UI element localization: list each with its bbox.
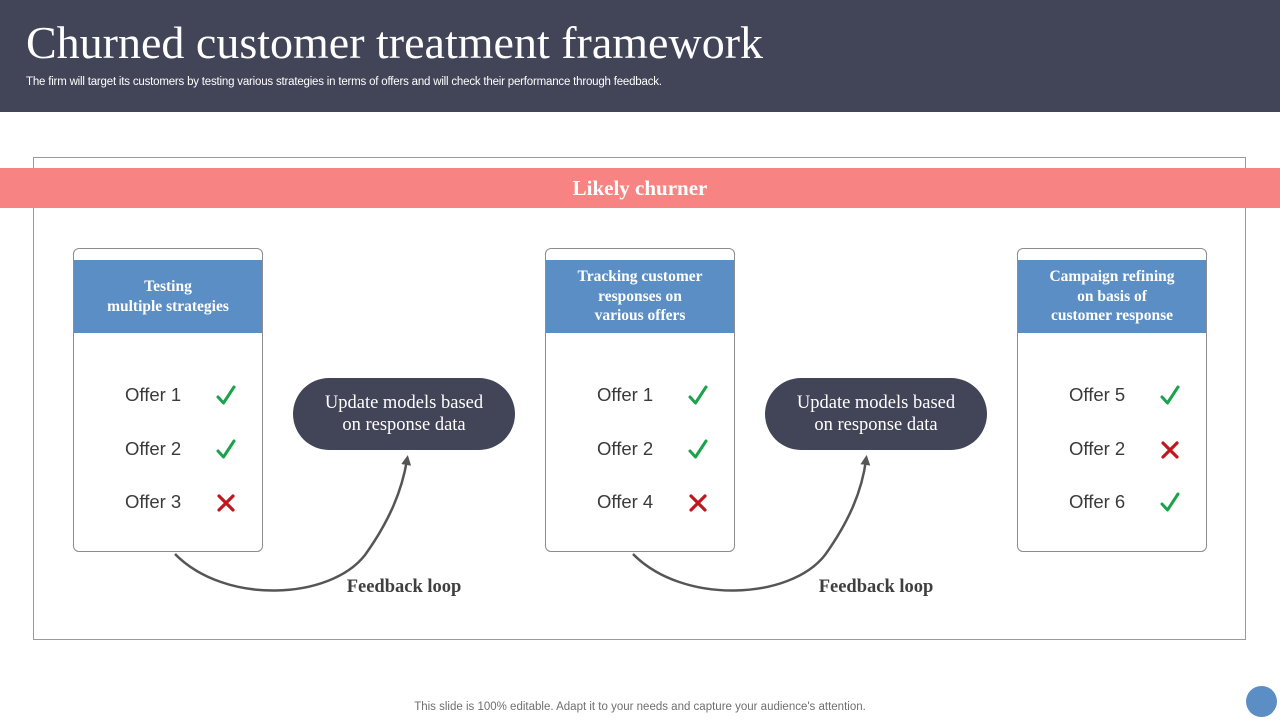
check-icon bbox=[216, 439, 236, 459]
offer-row: Offer 4 bbox=[546, 487, 734, 517]
offer-row: Offer 3 bbox=[74, 487, 262, 517]
likely-churner-banner: Likely churner bbox=[0, 168, 1280, 208]
offer-label: Offer 6 bbox=[1069, 491, 1126, 512]
check-icon bbox=[688, 439, 708, 459]
card-title: Testing multiple strategies bbox=[74, 260, 262, 333]
diagram-frame bbox=[33, 157, 1246, 640]
cross-icon bbox=[217, 494, 235, 512]
offer-label: Offer 5 bbox=[1069, 384, 1126, 405]
card-testing-strategies: Testing multiple strategies Offer 1 Offe… bbox=[73, 248, 263, 552]
update-models-pill: Update models based on response data bbox=[293, 378, 515, 450]
offer-label: Offer 1 bbox=[125, 384, 182, 405]
offer-row: Offer 1 bbox=[74, 380, 262, 410]
offer-row: Offer 1 bbox=[546, 380, 734, 410]
offer-label: Offer 4 bbox=[597, 491, 654, 512]
offer-row: Offer 2 bbox=[1018, 434, 1206, 464]
offer-row: Offer 5 bbox=[1018, 380, 1206, 410]
footer-note: This slide is 100% editable. Adapt it to… bbox=[414, 701, 866, 713]
offer-label: Offer 2 bbox=[1069, 438, 1126, 459]
card-campaign-refining: Campaign refining on basis of customer r… bbox=[1017, 248, 1207, 552]
check-icon bbox=[216, 385, 236, 405]
page-subtitle: The firm will target its customers by te… bbox=[26, 76, 662, 88]
card-tracking-responses: Tracking customer responses on various o… bbox=[545, 248, 735, 552]
check-icon bbox=[1160, 492, 1180, 512]
header-bar: Churned customer treatment framework The… bbox=[0, 0, 1280, 112]
feedback-loop-label: Feedback loop bbox=[818, 577, 934, 597]
cross-icon bbox=[689, 494, 707, 512]
corner-circle bbox=[1246, 686, 1277, 717]
offer-label: Offer 2 bbox=[125, 438, 182, 459]
offer-label: Offer 3 bbox=[125, 491, 182, 512]
page-title: Churned customer treatment framework bbox=[26, 17, 764, 68]
check-icon bbox=[688, 385, 708, 405]
feedback-loop-label: Feedback loop bbox=[346, 577, 462, 597]
card-title: Tracking customer responses on various o… bbox=[546, 260, 734, 333]
offer-row: Offer 2 bbox=[74, 434, 262, 464]
offer-row: Offer 2 bbox=[546, 434, 734, 464]
offer-label: Offer 1 bbox=[597, 384, 654, 405]
offer-label: Offer 2 bbox=[597, 438, 654, 459]
check-icon bbox=[1160, 385, 1180, 405]
update-models-pill: Update models based on response data bbox=[765, 378, 987, 450]
offer-row: Offer 6 bbox=[1018, 487, 1206, 517]
card-title: Campaign refining on basis of customer r… bbox=[1018, 260, 1206, 333]
cross-icon bbox=[1161, 441, 1179, 459]
